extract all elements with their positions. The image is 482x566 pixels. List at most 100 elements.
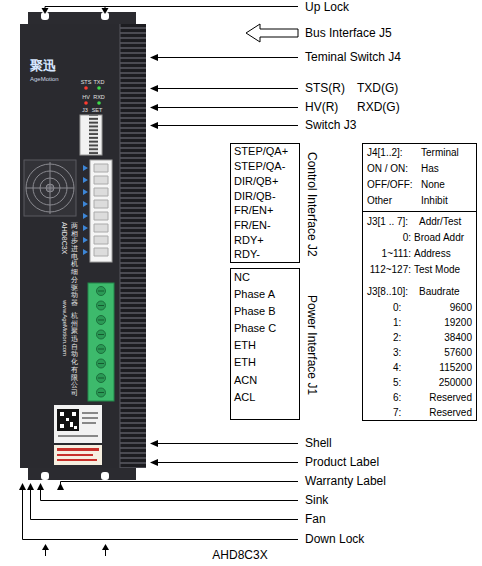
signal-name: DIR/QB- — [234, 190, 276, 203]
label-print — [58, 412, 98, 437]
signal-name: Phase A — [234, 288, 275, 301]
table-cell: Test Mode — [414, 264, 460, 276]
table-cell: 19200 — [444, 317, 472, 329]
callout-label: Sink — [305, 493, 328, 507]
table-cell: Reserved — [429, 392, 472, 404]
table-cell: 5: — [393, 377, 401, 389]
panel-print: AgeMotion — [30, 76, 59, 83]
arrowhead — [150, 85, 158, 92]
product-label — [54, 405, 102, 443]
leader-line — [23, 490, 299, 540]
arrowheads — [19, 8, 158, 550]
leader-lines — [23, 7, 299, 557]
lock-slot — [101, 472, 109, 480]
table-cell: Inhibit — [421, 195, 448, 207]
arrowhead — [19, 483, 26, 490]
arrowhead — [150, 440, 158, 447]
table-cell: Addr/Test — [419, 216, 461, 228]
status-led — [97, 86, 101, 90]
leader-line — [45, 7, 298, 10]
driver-housing — [20, 12, 146, 480]
table-cell: 0: — [403, 232, 411, 244]
fan-grille — [26, 162, 74, 214]
signal-name: RDY- — [234, 248, 260, 261]
arrowhead — [27, 483, 34, 490]
signal-list-box: STEP/QA+STEP/QA-DIR/QB+DIR/QB-FR/EN+FR/E… — [230, 143, 300, 263]
table-cell: 115200 — [439, 362, 472, 374]
callout-label: Teminal Switch J4 — [305, 50, 401, 64]
company-print: 杭州聚迅自动化有限公司 — [71, 312, 78, 397]
pin-markers — [83, 165, 88, 255]
table-cell: 1~111: — [382, 248, 411, 260]
signal-name: FR/EN+ — [234, 204, 273, 217]
product-name-print: 两相步进电机细分驱动器 — [71, 222, 78, 307]
leader-line — [61, 482, 299, 491]
leader-line — [46, 550, 106, 556]
switch-label: J3 — [82, 107, 88, 114]
callout-label: Up Lock — [305, 0, 349, 14]
signal-name: ETH — [234, 339, 256, 352]
arrowhead — [57, 483, 64, 490]
model-print: AHD8C3X — [60, 222, 68, 254]
panel-edge — [120, 24, 121, 468]
table-cell: Address — [414, 248, 451, 260]
callout-label: RXD(G) — [357, 100, 400, 114]
table-cell: 0: — [393, 302, 401, 314]
table-cell: 1: — [393, 317, 401, 329]
status-led — [84, 101, 88, 105]
arrowhead — [42, 544, 49, 550]
qr-code — [57, 409, 79, 431]
led-label: TXD — [94, 79, 105, 86]
callout-label: STS(R) — [305, 81, 345, 95]
status-led — [97, 101, 101, 105]
callout-label: Bus Interface J5 — [305, 26, 392, 40]
setting-table-box: J4[1..2]:TerminalON / ON:HasOFF/OFF:None… — [362, 143, 477, 421]
led-label: STS — [81, 79, 92, 86]
terminal-screws — [97, 287, 106, 398]
terminal-list-box: NCPhase APhase BPhase CETHETHACNACLPower… — [230, 268, 300, 420]
table-cell: J3[1 .. 7]: — [367, 216, 408, 228]
table-cell: 250000 — [439, 377, 472, 389]
warranty-label — [54, 445, 102, 465]
table-cell: 112~127: — [370, 264, 411, 276]
callout-label: HV(R) — [305, 100, 338, 114]
website-print: www.AgeMotion.com — [60, 300, 67, 356]
table-cell: Baudrate — [419, 286, 460, 298]
table-cell: 6: — [393, 392, 401, 404]
table-cell: Terminal — [421, 147, 459, 159]
table-cell: ON / ON: — [367, 163, 408, 175]
interface-heading: Control Interface J2 — [305, 152, 319, 257]
arrowhead — [150, 122, 158, 129]
leader-line — [158, 58, 298, 463]
arrowhead — [102, 544, 109, 550]
heat-sink — [120, 24, 146, 468]
table-cell: 7: — [393, 407, 401, 419]
table-cell: Broad Addr — [414, 232, 464, 244]
screw-slots — [98, 291, 104, 393]
callout-label: Switch J3 — [305, 118, 356, 132]
led-label: HV — [82, 94, 90, 101]
table-cell: 38400 — [444, 332, 472, 344]
upper-flange — [28, 12, 136, 24]
connector-pins — [94, 164, 108, 256]
callout-label: Product Label — [305, 455, 379, 469]
callout-label: Warranty Label — [305, 474, 386, 488]
table-cell: 2: — [393, 332, 401, 344]
table-cell: 3: — [393, 347, 401, 359]
dip-switch — [80, 115, 102, 155]
table-cell: J3[8..10]: — [367, 286, 408, 298]
signal-name: DIR/QB+ — [234, 175, 278, 188]
leader-line — [31, 490, 299, 520]
front-panel — [20, 24, 120, 468]
callout-label: Down Lock — [305, 532, 364, 546]
callout-label: Fan — [305, 512, 326, 526]
qr-code-bits — [60, 412, 77, 429]
table-cell: 4: — [393, 362, 401, 374]
signal-name: RDY+ — [234, 234, 264, 247]
signal-name: STEP/QA+ — [234, 145, 288, 158]
arrowhead — [42, 8, 49, 14]
signal-name: ACN — [234, 374, 257, 387]
table-cell: Has — [421, 163, 439, 175]
warranty-print — [57, 448, 99, 461]
brand-logo: 聚迅 — [30, 58, 56, 74]
